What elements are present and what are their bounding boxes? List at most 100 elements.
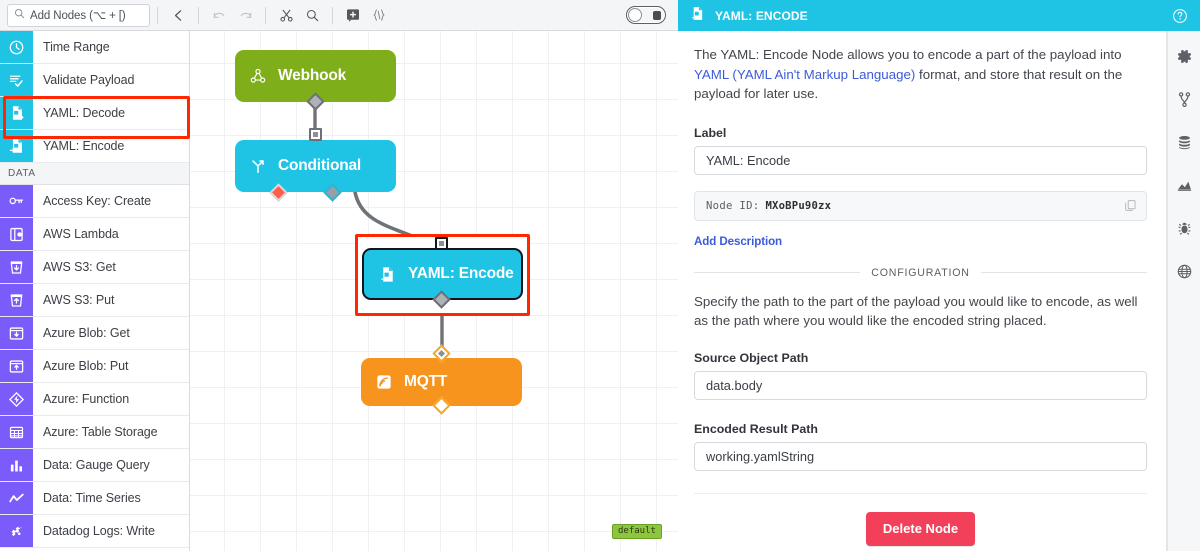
bucket-down-icon	[0, 251, 33, 283]
flow-node-conditional[interactable]: Conditional	[235, 140, 396, 192]
area-chart-icon[interactable]	[1173, 174, 1195, 196]
blob-down-icon	[0, 317, 33, 349]
back-button[interactable]	[165, 3, 191, 27]
node-palette-sidebar[interactable]: Time RangeValidate PayloadYAML: DecodeYA…	[0, 31, 190, 551]
palette-item-label: Data: Time Series	[33, 482, 189, 514]
node-id-key: Node ID:	[706, 200, 759, 212]
palette-group-header: DATA	[0, 163, 189, 185]
source-object-path-input[interactable]: data.body	[694, 371, 1147, 400]
datadog-icon	[0, 515, 33, 547]
bar-chart-icon	[0, 449, 33, 481]
add-nodes-placeholder: Add Nodes (⌥ + [)	[30, 8, 126, 22]
palette-item-label: Time Range	[33, 31, 189, 63]
toggle-indicator	[653, 11, 661, 20]
editor-toolbar: Add Nodes (⌥ + [)	[0, 0, 678, 31]
flow-node-label: Webhook	[278, 67, 346, 85]
toolbar-divider	[265, 7, 266, 24]
palette-item-label: AWS S3: Get	[33, 251, 189, 283]
cut-button[interactable]	[273, 3, 299, 27]
footer-divider	[694, 493, 1147, 494]
toolbar-divider	[332, 7, 333, 24]
flow-node-label: Conditional	[278, 157, 361, 175]
encoded-result-path-input[interactable]: working.yamlString	[694, 442, 1147, 471]
result-field-title: Encoded Result Path	[694, 422, 1147, 436]
palette-item-data-time-series[interactable]: Data: Time Series	[0, 482, 189, 515]
database-icon[interactable]	[1173, 131, 1195, 153]
palette-item-label: YAML: Encode	[33, 130, 189, 162]
palette-item-label: Access Key: Create	[33, 185, 189, 217]
file-out-icon	[0, 97, 33, 129]
add-description-link[interactable]: Add Description	[694, 235, 782, 248]
code-button[interactable]	[366, 3, 392, 27]
flow-node-label: YAML: Encode	[408, 265, 514, 283]
palette-item-aws-s3-get[interactable]: AWS S3: Get	[0, 251, 189, 284]
mqtt-icon	[375, 373, 393, 391]
bug-icon[interactable]	[1173, 217, 1195, 239]
palette-item-time-range[interactable]: Time Range	[0, 31, 189, 64]
file-in-icon	[0, 130, 33, 162]
delete-node-button[interactable]: Delete Node	[866, 512, 975, 546]
palette-item-validate-payload[interactable]: Validate Payload	[0, 64, 189, 97]
palette-item-label: Azure: Function	[33, 383, 189, 415]
encoded-result-path-value: working.yamlString	[706, 449, 814, 464]
editor-left-column: Add Nodes (⌥ + [)	[0, 0, 678, 551]
search-icon	[14, 6, 25, 24]
node-id-row: Node ID: MXoBPu90zx	[694, 191, 1147, 221]
table-icon	[0, 416, 33, 448]
palette-item-azure-blob-get[interactable]: Azure Blob: Get	[0, 317, 189, 350]
source-object-path-value: data.body	[706, 378, 762, 393]
node-inspector-panel: YAML: Encode The YAML: Encode Node allow…	[678, 0, 1200, 551]
inspector-body: The YAML: Encode Node allows you to enco…	[678, 31, 1167, 551]
add-note-button[interactable]	[340, 3, 366, 27]
inspector-header: YAML: Encode	[678, 0, 1200, 31]
node-description: The YAML: Encode Node allows you to enco…	[694, 45, 1147, 104]
configuration-divider: CONFIGURATION	[694, 267, 1147, 279]
palette-item-label: Azure: Table Storage	[33, 416, 189, 448]
palette-item-data-gauge-query[interactable]: Data: Gauge Query	[0, 449, 189, 482]
git-branch-icon[interactable]	[1173, 88, 1195, 110]
palette-item-azure-blob-put[interactable]: Azure Blob: Put	[0, 350, 189, 383]
clock-icon	[0, 31, 33, 63]
palette-item-label: AWS S3: Put	[33, 284, 189, 316]
flow-node-label: MQTT	[404, 373, 447, 391]
label-input-value: YAML: Encode	[706, 153, 790, 168]
branch-icon	[249, 157, 267, 175]
palette-item-aws-lambda[interactable]: AWS Lambda	[0, 218, 189, 251]
description-part-1: The YAML: Encode Node allows you to enco…	[694, 47, 1122, 62]
globe-icon[interactable]	[1173, 260, 1195, 282]
palette-item-yaml-decode[interactable]: YAML: Decode	[0, 97, 189, 130]
zoom-button[interactable]	[299, 3, 325, 27]
yaml-doc-link[interactable]: YAML (YAML Ain't Markup Language)	[694, 67, 915, 82]
palette-item-yaml-encode[interactable]: YAML: Encode	[0, 130, 189, 163]
canvas-mode-toggle[interactable]	[626, 6, 666, 24]
help-circle-icon[interactable]	[1172, 8, 1188, 24]
copy-icon[interactable]	[1124, 199, 1137, 212]
source-field-title: Source Object Path	[694, 351, 1147, 365]
palette-item-azure-function[interactable]: Azure: Function	[0, 383, 189, 416]
checklist-icon	[0, 64, 33, 96]
undo-button[interactable]	[206, 3, 232, 27]
label-input[interactable]: YAML: Encode	[694, 146, 1147, 175]
webhook-icon	[249, 67, 267, 85]
add-nodes-search[interactable]: Add Nodes (⌥ + [)	[7, 4, 150, 27]
toolbar-divider	[198, 7, 199, 24]
redo-button[interactable]	[232, 3, 258, 27]
palette-item-aws-s3-put[interactable]: AWS S3: Put	[0, 284, 189, 317]
gear-icon[interactable]	[1173, 45, 1195, 67]
toolbar-divider	[157, 7, 158, 24]
palette-item-label: Azure Blob: Get	[33, 317, 189, 349]
node-input-port[interactable]	[309, 128, 322, 141]
flow-canvas[interactable]: Webhook Conditional YAML: Encode	[190, 31, 678, 551]
palette-item-access-key-create[interactable]: Access Key: Create	[0, 185, 189, 218]
canvas-mode-toggle-wrap	[626, 6, 666, 24]
label-field-title: Label	[694, 126, 1147, 140]
palette-item-azure-table-storage[interactable]: Azure: Table Storage	[0, 416, 189, 449]
node-input-port[interactable]	[435, 237, 448, 250]
key-icon	[0, 185, 33, 217]
bucket-up-icon	[0, 284, 33, 316]
palette-item-datadog-logs-write[interactable]: Datadog Logs: Write	[0, 515, 189, 548]
delete-button-wrap: Delete Node	[694, 512, 1147, 546]
palette-item-label: Azure Blob: Put	[33, 350, 189, 382]
line-chart-icon	[0, 482, 33, 514]
